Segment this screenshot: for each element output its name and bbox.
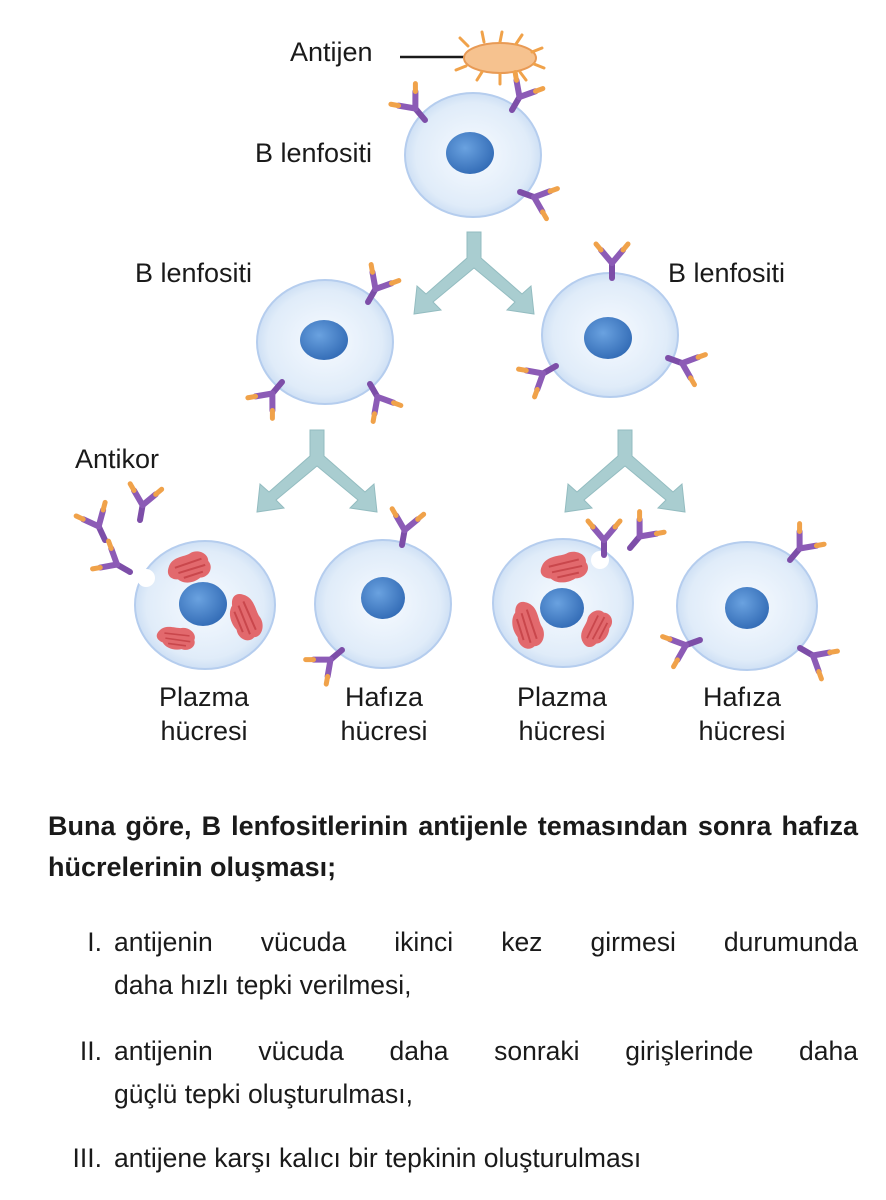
statement-number: II. [79, 1036, 102, 1066]
statement-1: I. antijenin vücuda ikinci kez girmesi d… [48, 921, 858, 1011]
division-arrow [564, 429, 686, 513]
b-cell-right [519, 244, 706, 397]
division-arrow [413, 231, 535, 315]
question-stem: Buna göre, B lenfositlerinin antijenle t… [48, 811, 858, 882]
plasma-cell-1 [134, 540, 276, 670]
label-antigen: Antijen [290, 37, 373, 67]
statement-number: III. [72, 1143, 102, 1173]
label-b-cell-right: B lenfositi [668, 258, 786, 288]
b-cell-top [391, 73, 558, 219]
label-b-cell-left: B lenfositi [135, 258, 253, 288]
memory-cell-1 [306, 509, 452, 684]
label-b-cell-top: B lenfositi [255, 138, 373, 168]
statement-3: III. antijene karşı kalıcı bir tepkinin … [48, 1137, 858, 1183]
diagram [0, 30, 886, 790]
plasma-cell-2 [492, 512, 664, 668]
statement-2: II. antijenin vücuda daha sonraki girişl… [48, 1030, 858, 1120]
label-antibody: Antikor [75, 444, 160, 474]
statement-text: antijenin vücuda ikinci kez girmesi duru… [114, 927, 858, 1000]
b-cell-left [248, 265, 401, 422]
statement-text: antijenin vücuda daha sonraki girişlerin… [114, 1036, 858, 1109]
division-arrow [256, 429, 378, 513]
memory-cell-2 [663, 524, 838, 679]
statement-number: I. [87, 927, 102, 957]
antigen-illustration [400, 30, 546, 86]
statement-text: antijene karşı kalıcı bir tepkinin oluşt… [114, 1143, 642, 1173]
